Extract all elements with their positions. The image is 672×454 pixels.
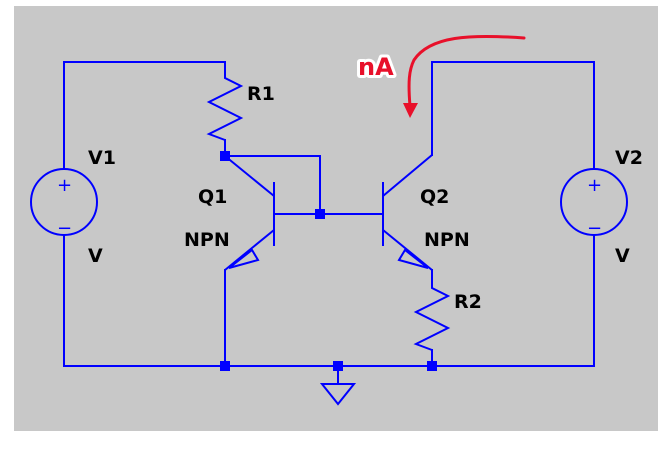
resistor-icon (413, 280, 451, 351)
v2-plus-sign: + (587, 175, 602, 196)
r1-name-label: R1 (247, 83, 275, 105)
v2-name-label: V2 (615, 147, 643, 169)
v1-plus-sign: + (57, 175, 72, 196)
current-probe-label-text: nA (358, 53, 394, 81)
junction-dot[interactable] (315, 209, 325, 219)
q1-name-label: Q1 (198, 186, 227, 208)
current-arrowhead-icon (403, 103, 418, 118)
resistor-r2[interactable] (413, 280, 451, 351)
voltage-source-v1[interactable]: + − (30, 160, 98, 244)
v2-minus-sign: − (587, 218, 602, 239)
transistor-q2[interactable] (382, 154, 433, 271)
v1-name-label: V1 (88, 147, 116, 169)
emitter-arrow-icon (397, 248, 429, 269)
wire-v2-q2-collector[interactable] (431, 61, 595, 161)
junction-dot[interactable] (333, 361, 343, 371)
junction-dot[interactable] (220, 361, 230, 371)
voltage-source-v2[interactable]: + − (560, 160, 628, 244)
npn-transistor-icon (224, 155, 275, 271)
current-arrow-icon (407, 34, 526, 108)
resistor-r1[interactable] (206, 70, 244, 141)
npn-transistor-icon (382, 154, 433, 271)
q2-model-label: NPN (424, 229, 470, 251)
ground-icon (319, 383, 357, 406)
v1-value-label: V (88, 245, 103, 267)
wires (63, 61, 595, 385)
q1-model-label: NPN (184, 229, 230, 251)
resistor-icon (206, 70, 244, 141)
current-probe (403, 34, 526, 118)
transistor-q1[interactable] (224, 155, 275, 271)
q2-name-label: Q2 (420, 186, 449, 208)
v2-value-label: V (615, 245, 630, 267)
schematic-grid-area (14, 6, 658, 431)
wire-v1-r1[interactable] (63, 61, 226, 161)
junction-dot[interactable] (427, 361, 437, 371)
ground-symbol[interactable] (319, 383, 357, 406)
v1-minus-sign: − (57, 218, 72, 239)
wire-v1-ground-rail[interactable] (63, 243, 595, 367)
emitter-arrow-icon (228, 248, 260, 269)
current-probe-label: nA (358, 53, 394, 81)
r2-name-label: R2 (454, 291, 482, 313)
wire-q1-diode-link[interactable] (224, 155, 321, 215)
